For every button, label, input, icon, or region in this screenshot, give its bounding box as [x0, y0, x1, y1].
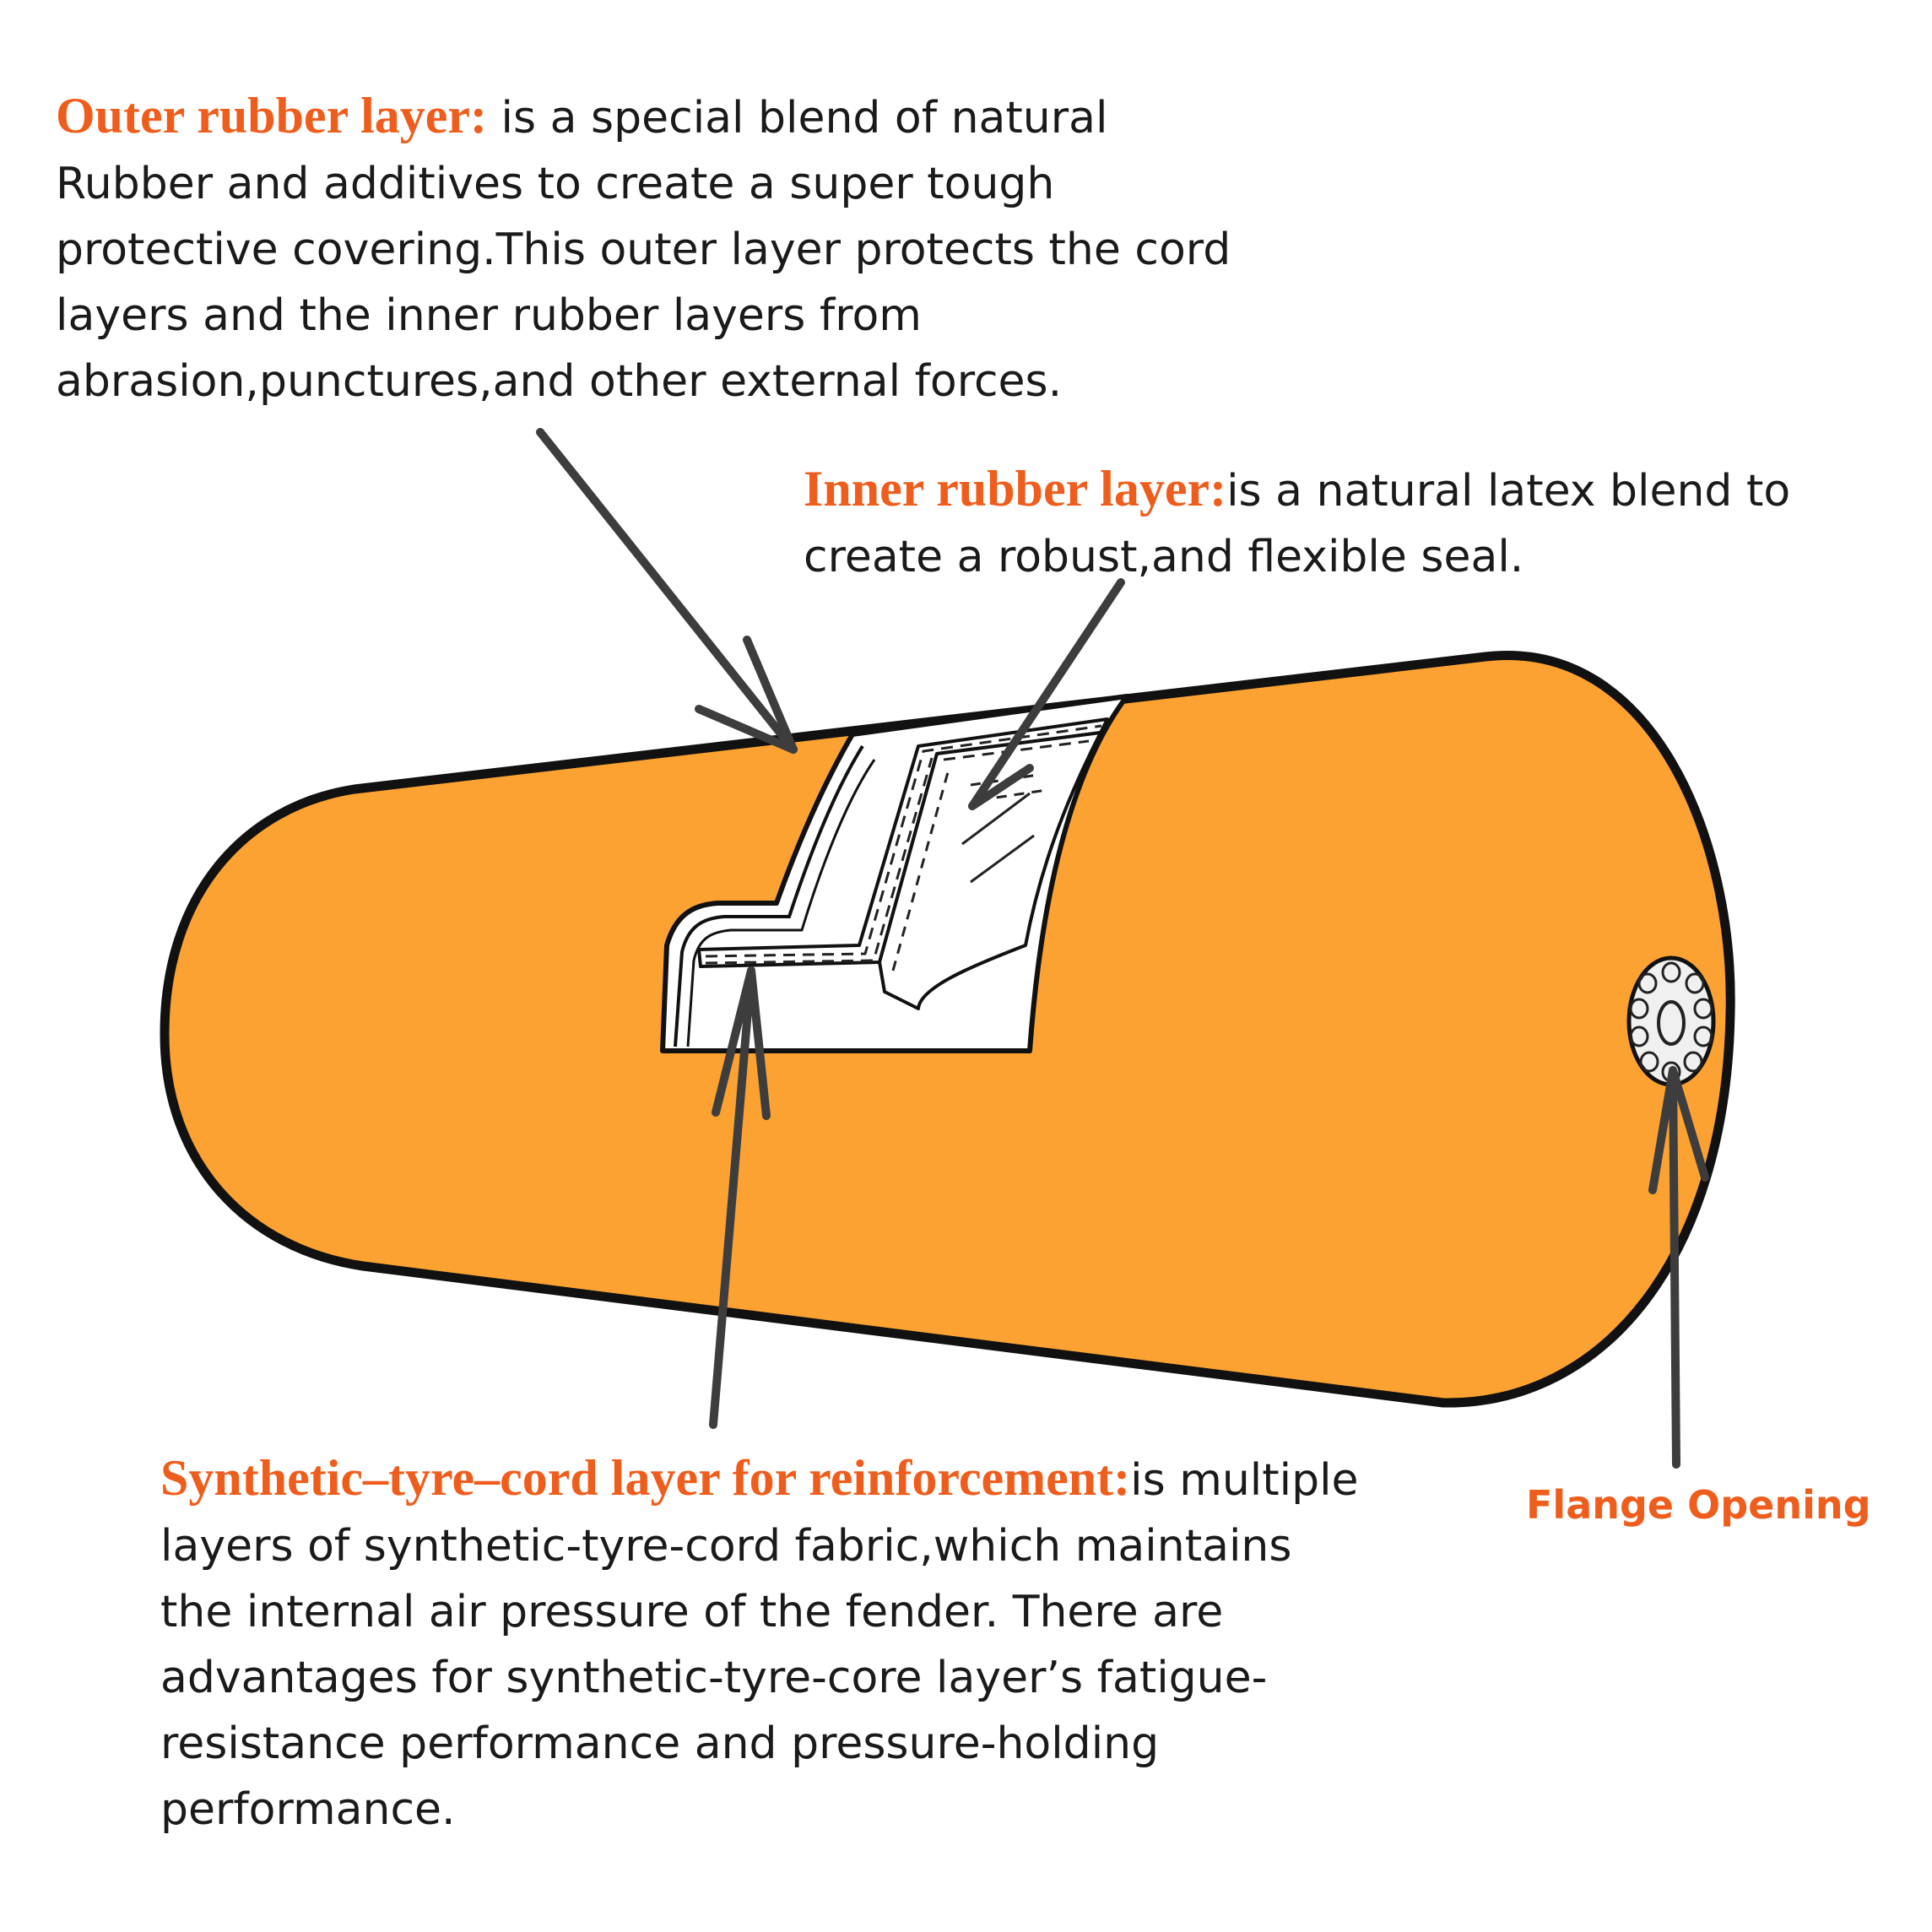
flange-opening-label: Flange Opening: [1526, 1482, 1871, 1528]
layer-outline: [674, 744, 864, 1047]
flange-opening: [1626, 955, 1716, 1087]
bolt-hole: [1683, 1051, 1703, 1073]
cord-layer-heading: Synthetic–tyre–cord layer for reinforcem…: [160, 1450, 1131, 1506]
inner-layer-face: [878, 731, 1102, 1010]
outer-layer-arrow: [536, 428, 798, 754]
inner-layer-dashes: [970, 773, 1047, 802]
bolt-hole: [1639, 1051, 1659, 1073]
inner-rubber-layer-callout: Inner rubber layer:is a natural latex bl…: [804, 456, 1918, 590]
inner-layer-arrow: [968, 578, 1125, 810]
bolt-hole: [1661, 961, 1681, 983]
cord-layer-description: is multiple layers of synthetic-tyre-cor…: [160, 1455, 1359, 1835]
cord-layer-arrow: [709, 966, 755, 1429]
bolt-hole: [1693, 998, 1713, 1020]
outer-rubber-layer-heading: Outer rubber layer:: [56, 88, 488, 143]
cutaway-detail-lines: [961, 792, 1035, 884]
flange-arrow: [1669, 1066, 1680, 1469]
layer-outline: [686, 759, 876, 1047]
bolt-hole: [1637, 972, 1658, 994]
flange-center-hole: [1657, 1000, 1686, 1046]
inner-layer-arrowhead: [968, 764, 1034, 810]
cord-layer-arrowhead: [712, 966, 771, 1120]
arrows: [536, 428, 1709, 1469]
outer-layer-arrowhead: [695, 636, 798, 754]
cord-layer-callout: Synthetic–tyre–cord layer for reinforcem…: [160, 1445, 1359, 1843]
outer-rubber-layer-description: is a special blend of natural Rubber and…: [56, 93, 1231, 407]
bolt-hole: [1685, 972, 1705, 994]
cord-dashes: [705, 724, 1102, 958]
inner-layer-dashes: [943, 739, 1090, 761]
bolt-hole: [1629, 998, 1649, 1020]
inner-rubber-layer-description: is a natural latex blend to create a rob…: [804, 466, 1791, 582]
flange-arrowhead: [1648, 1066, 1709, 1194]
bolt-hole: [1693, 1026, 1713, 1047]
inner-rubber-layer-heading: Inner rubber layer:: [804, 461, 1227, 517]
bolt-hole: [1629, 1026, 1649, 1047]
outer-rubber-layer-callout: Outer rubber layer: is a special blend o…: [56, 83, 1254, 414]
